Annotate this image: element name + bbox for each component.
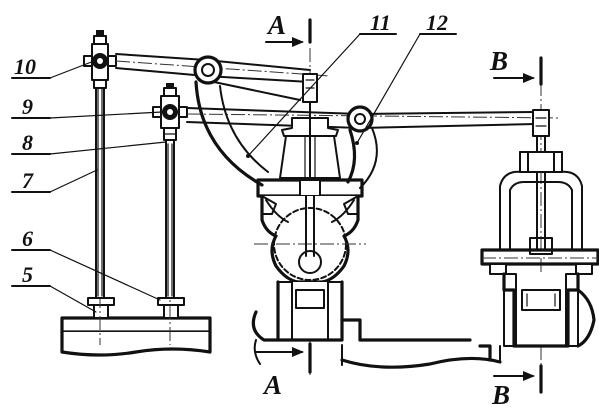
label-part-12: 12: [426, 10, 448, 35]
label-part-6: 6: [22, 226, 33, 251]
section-label-a-top: A: [266, 10, 286, 40]
section-label-b-bottom: B: [491, 380, 510, 409]
section-marker-b: [493, 56, 543, 394]
label-part-10: 10: [14, 54, 36, 79]
section-marker-a: [255, 18, 312, 374]
label-part-5: 5: [22, 262, 33, 287]
valve-a: [251, 48, 502, 375]
support-bracket: [194, 80, 378, 189]
valve-b: [478, 60, 599, 385]
base-plate: [60, 297, 212, 357]
label-part-7: 7: [22, 168, 34, 193]
section-label-a-bottom: A: [262, 370, 282, 400]
leader-lines: [11, 33, 457, 313]
short-support-rod: [152, 83, 188, 345]
label-part-8: 8: [22, 130, 33, 155]
label-part-9: 9: [22, 94, 33, 119]
label-part-11: 11: [370, 10, 391, 35]
upper-lever: [115, 53, 331, 101]
section-label-b-top: B: [489, 46, 508, 76]
lower-lever: [186, 105, 561, 133]
